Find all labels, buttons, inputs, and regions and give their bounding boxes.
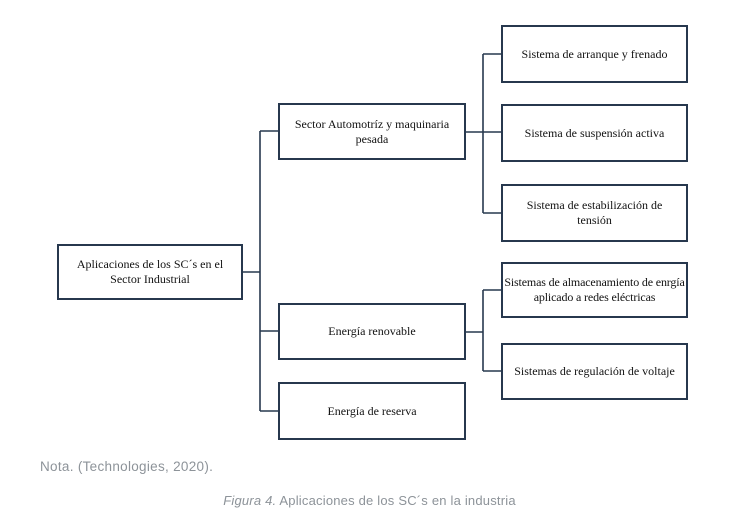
node-sector-automotriz: Sector Automotríz y maquinaria pesada — [278, 103, 466, 160]
node-sistemas-regulacion-voltaje: Sistemas de regulación de voltaje — [501, 343, 688, 400]
node-energia-de-reserva: Energía de reserva — [278, 382, 466, 440]
figure-caption-number: Figura 4. — [223, 493, 277, 508]
node-aplicaciones-sc-sector-industrial: Aplicaciones de los SC´s en el Sector In… — [57, 244, 243, 300]
node-sistema-estabilizacion-tension: Sistema de estabilización de tensión — [501, 184, 688, 242]
figure-note: Nota. (Technologies, 2020). — [40, 459, 214, 474]
node-sistema-suspension-activa: Sistema de suspensión activa — [501, 104, 688, 162]
node-sistemas-almacenamiento-energia: Sistemas de almacenamiento de enrgía apl… — [501, 262, 688, 318]
node-energia-renovable: Energía renovable — [278, 303, 466, 360]
figure-caption: Figura 4. Aplicaciones de los SC´s en la… — [0, 493, 739, 508]
node-sistema-arranque-frenado: Sistema de arranque y frenado — [501, 25, 688, 83]
figure-caption-text: Aplicaciones de los SC´s en la industria — [276, 493, 516, 508]
